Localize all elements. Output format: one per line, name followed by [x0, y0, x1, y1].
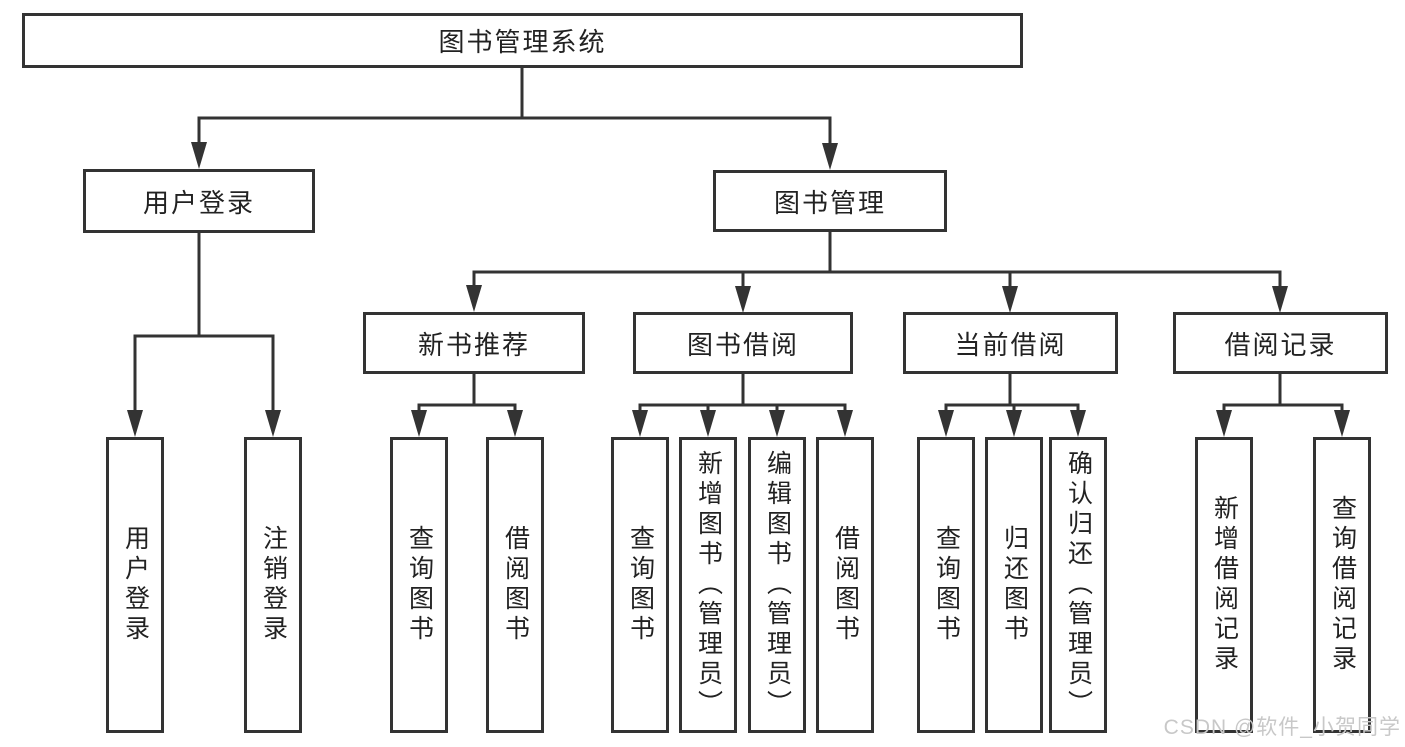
csdn-watermark: CSDN @软件_小贺同学	[1163, 716, 1401, 739]
leaf-label: 用户登录	[121, 525, 150, 645]
leaf-query-books-2: 查询图书	[611, 437, 669, 733]
leaf-label: 借阅图书	[501, 525, 530, 645]
leaf-label: 确认归还（管理员）	[1064, 450, 1093, 720]
node-current-borrow: 当前借阅	[903, 312, 1118, 374]
node-book-borrow: 图书借阅	[633, 312, 853, 374]
node-library-system: 图书管理系统	[22, 13, 1023, 68]
leaf-label: 注销登录	[259, 525, 288, 645]
leaf-label: 查询图书	[626, 525, 655, 645]
leaf-label: 查询图书	[405, 525, 434, 645]
leaf-edit-books-admin: 编辑图书（管理员）	[748, 437, 806, 733]
leaf-query-books-1: 查询图书	[390, 437, 448, 733]
leaf-label: 查询图书	[932, 525, 961, 645]
leaf-label: 新增借阅记录	[1210, 495, 1239, 675]
leaf-return-books: 归还图书	[985, 437, 1043, 733]
node-new-book-recommend: 新书推荐	[363, 312, 585, 374]
leaf-label: 查询借阅记录	[1328, 495, 1357, 675]
leaf-query-books-3: 查询图书	[917, 437, 975, 733]
leaf-confirm-return-admin: 确认归还（管理员）	[1049, 437, 1107, 733]
leaf-borrow-books-1: 借阅图书	[486, 437, 544, 733]
leaf-add-books-admin: 新增图书（管理员）	[679, 437, 737, 733]
leaf-label: 借阅图书	[831, 525, 860, 645]
node-book-management: 图书管理	[713, 170, 947, 232]
node-user-login: 用户登录	[83, 169, 315, 233]
node-borrow-record: 借阅记录	[1173, 312, 1388, 374]
leaf-label: 编辑图书（管理员）	[763, 450, 792, 720]
leaf-query-borrow-record: 查询借阅记录	[1313, 437, 1371, 733]
leaf-add-borrow-record: 新增借阅记录	[1195, 437, 1253, 733]
leaf-borrow-books-2: 借阅图书	[816, 437, 874, 733]
leaf-logout: 注销登录	[244, 437, 302, 733]
leaf-label: 归还图书	[1000, 525, 1029, 645]
leaf-user-login: 用户登录	[106, 437, 164, 733]
leaf-label: 新增图书（管理员）	[694, 450, 723, 720]
